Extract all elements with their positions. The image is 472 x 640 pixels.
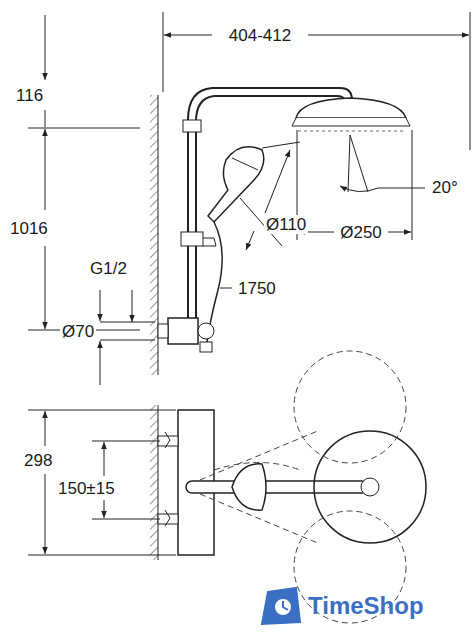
dimension-label: 1016 — [8, 219, 50, 238]
thread-label: G1/2 — [88, 259, 129, 278]
hose-length-label: 1750 — [236, 279, 278, 298]
dimension-label: 298 — [22, 451, 54, 470]
dimension-label: 150±15 — [56, 479, 117, 498]
angle-label: 20° — [430, 178, 460, 197]
watermark: TimeShop — [306, 593, 426, 619]
dimension-label: Ø250 — [338, 223, 384, 242]
dimension-label: 116 — [14, 86, 45, 105]
dimension-label: 404-412 — [227, 26, 293, 45]
dimension-label: Ø70 — [60, 322, 96, 341]
dimension-label: Ø110 — [264, 215, 308, 234]
